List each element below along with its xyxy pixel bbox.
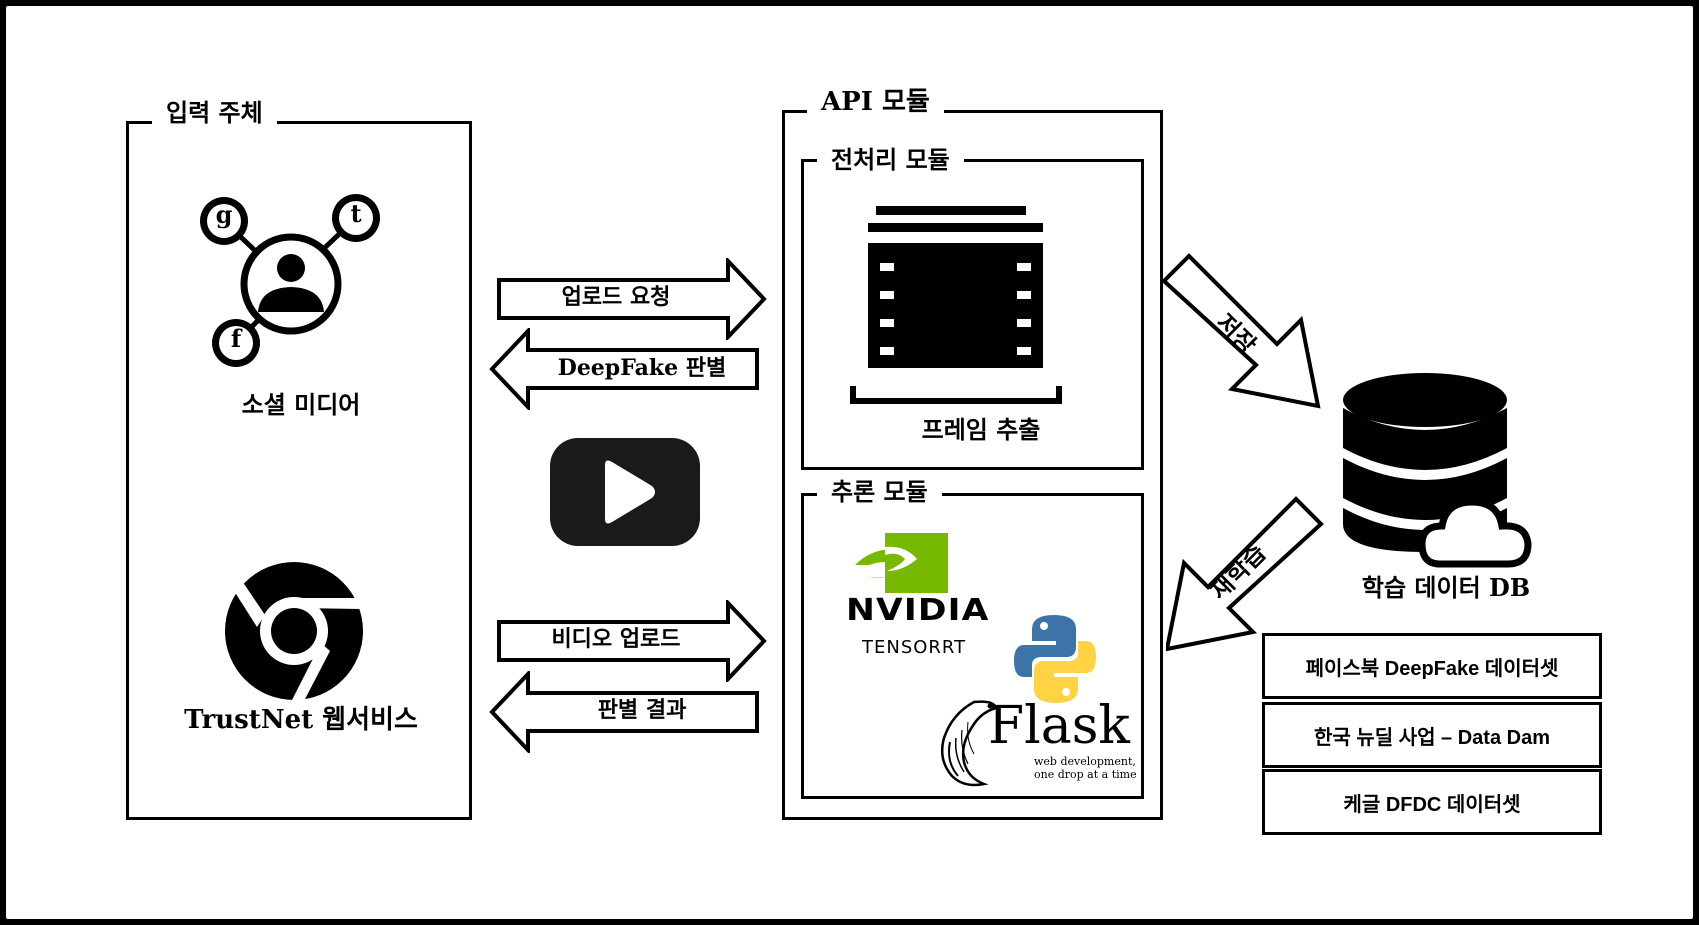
dataset-item: 한국 뉴딜 사업 – Data Dam (1262, 702, 1602, 768)
social-node-g: g (215, 200, 233, 229)
deepfake-judge-label: DeepFake 판별 (557, 355, 727, 381)
video-play-icon (550, 438, 700, 546)
diagram-canvas: 입력 주체 g t f 소셜 미디어 TrustNet 웹서비스 업로드 요청 (6, 6, 1693, 919)
preprocess-group (801, 159, 1144, 470)
database-cloud-icon (1343, 373, 1532, 568)
social-media-icon (200, 194, 380, 367)
upload-request-label: 업로드 요청 (561, 285, 671, 310)
retrain-arrow (1166, 496, 1324, 652)
social-node-t: t (350, 199, 362, 228)
api-module-title: API 모듈 (807, 88, 944, 116)
save-arrow (1161, 253, 1321, 409)
inference-group (801, 493, 1144, 799)
inference-group-title: 추론 모듈 (817, 478, 942, 506)
dataset-item: 페이스북 DeepFake 데이터셋 (1262, 633, 1602, 699)
flask-wordmark: Flask (988, 696, 1130, 756)
trustnet-web-text: TrustNet 웹서비스 (184, 705, 418, 735)
flask-tagline-1: web development, (1034, 755, 1136, 768)
dataset-item: 케글 DFDC 데이터셋 (1262, 769, 1602, 835)
nvidia-wordmark: NVIDIA (846, 593, 990, 628)
film-frame-icon (850, 206, 1062, 404)
tensorrt-wordmark: TENSORRT (862, 637, 967, 658)
social-node-f: f (230, 324, 242, 353)
flask-tagline-2: one drop at a time (1034, 768, 1137, 781)
frame-extract-label: 프레임 추출 (921, 416, 1041, 444)
db-label: 학습 데이터 DB (1326, 574, 1566, 603)
api-module-group (782, 110, 1163, 820)
deepfake-judge-arrow (489, 328, 759, 410)
python-logo-icon (1014, 615, 1096, 703)
input-group (126, 121, 472, 820)
flask-horn-icon (941, 700, 998, 787)
trustnet-web-label: TrustNet 웹서비스 (146, 705, 456, 735)
upload-request-arrow (497, 258, 767, 340)
judge-result-arrow (489, 671, 759, 753)
video-upload-arrow (497, 600, 767, 682)
chrome-icon (224, 562, 363, 701)
input-group-title: 입력 주체 (152, 99, 277, 127)
nvidia-eye-icon (855, 533, 948, 593)
video-upload-label: 비디오 업로드 (551, 627, 681, 652)
social-media-label: 소셜 미디어 (241, 391, 361, 419)
judge-result-label: 판별 결과 (597, 698, 687, 723)
preprocess-group-title: 전처리 모듈 (817, 146, 964, 174)
db-label-text: 학습 데이터 DB (1361, 573, 1531, 602)
